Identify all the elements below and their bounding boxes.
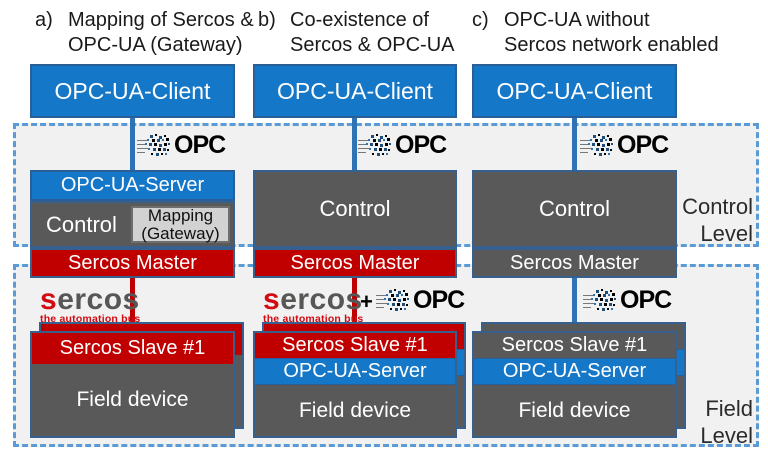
sercos-logo-s: s (263, 283, 281, 316)
sercos-slave-label-a: Sercos Slave #1 (59, 337, 206, 359)
opc-ua-server-label-b: OPC-UA-Server (283, 360, 427, 382)
opc-logo-dots-icon (580, 133, 613, 156)
field-device-label-a: Field device (76, 388, 189, 411)
connector-b-master-slave-sercos (352, 278, 357, 331)
connector-a-client-server (130, 118, 135, 171)
sercos-master-label-a: Sercos Master (68, 251, 197, 274)
field-level-label: Field Level (633, 395, 753, 449)
control-label-a: Control (46, 211, 117, 237)
header-b-tag: b) (258, 9, 276, 31)
sercos-logo-b: sercos the automation bus (263, 285, 364, 325)
opc-ua-client-label-a: OPC-UA-Client (54, 77, 211, 104)
opc-foundation-logo-c-control: OPC (580, 131, 669, 160)
header-b-title-line1: Co-existence of (290, 9, 429, 31)
field-device-card-c: Sercos Slave #1 OPC-UA-Server Field devi… (472, 331, 677, 438)
header-c-tag: c) (472, 9, 489, 31)
opc-foundation-logo-b-field: OPC (376, 286, 465, 315)
connector-b-client-control (352, 118, 357, 171)
field-device-label-b: Field device (298, 398, 412, 422)
sercos-logo-s: s (40, 283, 58, 316)
sercos-master-box-c: Sercos Master (472, 248, 677, 278)
opc-ua-client-label-b: OPC-UA-Client (277, 77, 433, 104)
opc-logo-text: OPC (413, 286, 465, 314)
sercos-master-label-b: Sercos Master (290, 251, 420, 274)
plus-sign: + (360, 289, 373, 314)
sercos-logo-tagline: the automation bus (40, 313, 141, 325)
control-level-label: Control Level (633, 193, 753, 247)
opc-ua-client-label-c: OPC-UA-Client (496, 77, 653, 104)
sercos-logo-rest: ercos (280, 283, 363, 316)
header-a-title-line2: OPC-UA (Gateway) (68, 34, 243, 56)
header-a-title-line1: Mapping of Sercos & (68, 9, 254, 31)
opc-foundation-logo-a-control: OPC (137, 131, 226, 160)
sercos-master-box-b: Sercos Master (253, 248, 457, 278)
control-level-label-line2: Level (700, 221, 753, 246)
opc-logo-dots-icon (358, 133, 391, 156)
header-a-tag: a) (35, 9, 53, 31)
field-device-band-c: Field device (474, 385, 675, 436)
opc-ua-client-box-b: OPC-UA-Client (253, 64, 457, 118)
header-c-title-line2: Sercos network enabled (504, 34, 719, 56)
field-level-label-line2: Level (700, 423, 753, 448)
control-level-label-line1: Control (682, 194, 753, 219)
sercos-logo-wordmark: sercos (40, 285, 140, 315)
field-device-band-a: Field device (32, 364, 233, 436)
connector-c-client-control (572, 118, 577, 171)
control-label-b: Control (319, 196, 391, 221)
field-level-label-line1: Field (705, 396, 753, 421)
opc-logo-dots-icon (583, 288, 616, 311)
opc-ua-client-box-a: OPC-UA-Client (30, 64, 235, 118)
mapping-label-line1: Mapping (147, 205, 214, 225)
sercos-master-label-c: Sercos Master (510, 251, 639, 274)
header-c-title: OPC-UA without Sercos network enabled (504, 8, 719, 58)
sercos-slave-band-b: Sercos Slave #1 (255, 333, 455, 358)
header-b-title-line2: Sercos & OPC-UA (290, 34, 455, 56)
control-box-b: Control (253, 170, 457, 248)
opc-ua-server-label-a: OPC-UA-Server (60, 174, 205, 196)
sercos-logo-wordmark: sercos (263, 285, 363, 315)
header-a-title: Mapping of Sercos & OPC-UA (Gateway) (68, 8, 254, 58)
field-device-band-b: Field device (255, 385, 455, 436)
opc-logo-text: OPC (174, 131, 226, 159)
header-b-title: Co-existence of Sercos & OPC-UA (290, 8, 454, 58)
opc-logo-dots-icon (137, 133, 170, 156)
field-device-label-c: Field device (518, 398, 631, 422)
opc-ua-server-band-c: OPC-UA-Server (474, 358, 675, 385)
opc-ua-server-label-c: OPC-UA-Server (502, 360, 647, 382)
connector-c-master-slave-opc (572, 278, 577, 331)
control-box-a: Control Mapping (Gateway) (30, 201, 235, 248)
sercos-logo-a: sercos the automation bus (40, 285, 141, 325)
opc-ua-server-band-b: OPC-UA-Server (255, 358, 455, 385)
mapping-label-line2: (Gateway) (141, 223, 220, 243)
sercos-slave-band-a: Sercos Slave #1 (32, 333, 233, 364)
sercos-logo-rest: ercos (57, 283, 140, 316)
opc-foundation-logo-b-control: OPC (358, 131, 447, 160)
sercos-logo-tagline: the automation bus (263, 313, 364, 325)
sercos-slave-band-c: Sercos Slave #1 (474, 333, 675, 358)
field-device-card-a: Sercos Slave #1 Field device (30, 331, 235, 438)
opc-logo-text: OPC (395, 131, 447, 159)
control-label-c: Control (539, 196, 610, 221)
opc-ua-client-box-c: OPC-UA-Client (472, 64, 677, 118)
connector-a-master-slave-sercos (130, 278, 135, 331)
sercos-master-box-a: Sercos Master (30, 248, 235, 278)
field-device-card-b: Sercos Slave #1 OPC-UA-Server Field devi… (253, 331, 457, 438)
sercos-slave-label-c: Sercos Slave #1 (501, 334, 648, 356)
opc-ua-server-box-a: OPC-UA-Server (30, 170, 235, 201)
sercos-slave-label-b: Sercos Slave #1 (282, 334, 428, 356)
control-box-c: Control (472, 170, 677, 248)
opc-logo-dots-icon (376, 288, 409, 311)
header-c-title-line1: OPC-UA without (504, 9, 650, 31)
opc-logo-text: OPC (620, 286, 672, 314)
opc-foundation-logo-c-field: OPC (583, 286, 672, 315)
mapping-gateway-box: Mapping (Gateway) (131, 206, 230, 243)
opc-logo-text: OPC (617, 131, 669, 159)
